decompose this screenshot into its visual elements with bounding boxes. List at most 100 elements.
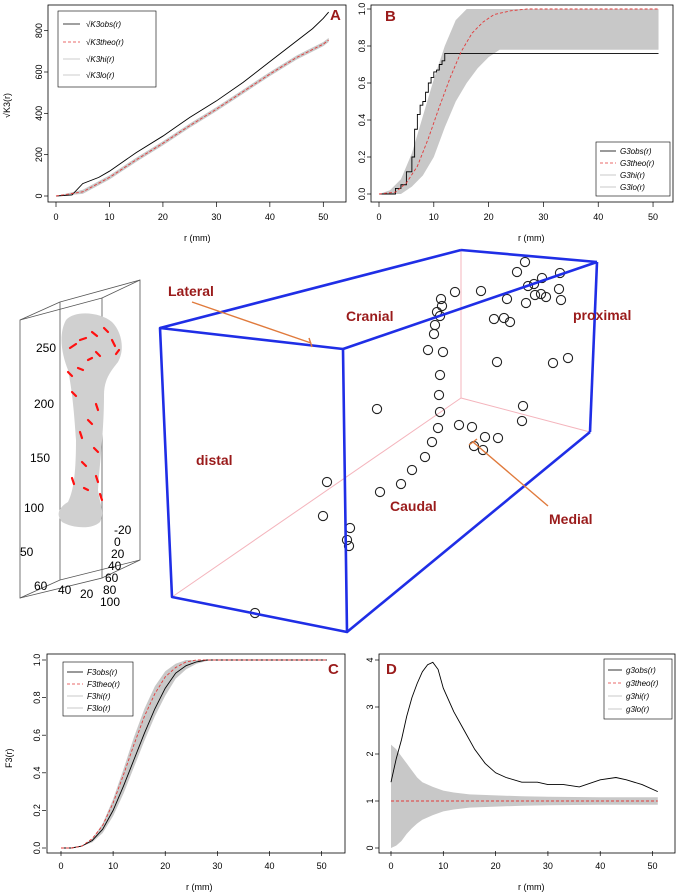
panel-d-xtick-label: 10 <box>438 861 448 871</box>
bone-marker <box>94 474 100 484</box>
box-top-edge-back <box>460 248 598 264</box>
bone-marker <box>90 330 99 338</box>
panel-a-series-obs <box>55 11 329 197</box>
panel-a-series-theo <box>55 39 329 197</box>
panel-c-legend-lo: F3lo(r) <box>87 704 111 713</box>
panel-c-letter: C <box>328 661 339 678</box>
panel-d-series-obs <box>390 661 658 793</box>
box-outer-edges <box>158 248 599 634</box>
panel-a-xtick-label: 20 <box>158 212 168 222</box>
box-point <box>511 266 523 278</box>
bone-bounding-box <box>19 279 141 599</box>
bone-tick-250: 250 <box>36 341 56 355</box>
box-point <box>435 293 447 305</box>
box-point <box>547 357 559 369</box>
panel-c-ytick-label: 0.4 <box>32 767 42 780</box>
panel-a-xtick-label: 30 <box>211 212 221 222</box>
panel-c-xtick-label: 10 <box>108 861 118 871</box>
box-point <box>517 400 529 412</box>
panel-b-ytick-label: 0.2 <box>357 151 367 164</box>
lateral-pointer <box>191 301 312 344</box>
box-right-edge-vertical <box>588 261 599 433</box>
panel-d-legend-obs: g3obs(r) <box>626 666 656 675</box>
bone-3d-view: 250 200 150 100 50 60 40 20 -20 0 20 40 … <box>19 279 141 609</box>
panel-b-frame <box>370 4 674 203</box>
bone-marker <box>86 356 94 362</box>
label-proximal: proximal <box>573 307 631 323</box>
panel-d-xtick-label: 20 <box>491 861 501 871</box>
medial-pointer <box>472 441 549 507</box>
lateral-pointer-tick <box>308 337 313 348</box>
panel-d-legend-hi: g3hi(r) <box>626 692 649 701</box>
box-point <box>436 300 448 312</box>
label-cranial: Cranial <box>346 308 393 324</box>
box-point <box>501 293 513 305</box>
panel-d-frame <box>378 653 676 854</box>
panel-a-xtick-label: 0 <box>53 212 58 222</box>
panel-d-envelope-band <box>391 744 658 848</box>
box-point <box>504 316 516 328</box>
panel-b-ytick-label: 0.4 <box>357 114 367 127</box>
box-point <box>429 319 441 331</box>
box-point <box>321 476 333 488</box>
panel-c-xtick-label: 20 <box>160 861 170 871</box>
panel-d-xtick-label: 0 <box>388 861 393 871</box>
panel-b-xtick-label: 0 <box>376 212 381 222</box>
bone-tick-z80: 80 <box>103 583 117 597</box>
box-point <box>395 478 407 490</box>
box-point <box>449 286 461 298</box>
panel-a-xtick-label: 50 <box>318 212 328 222</box>
label-caudal: Caudal <box>390 498 437 514</box>
box-point <box>555 294 567 306</box>
box-point <box>433 389 445 401</box>
panel-b-xtick-label: 50 <box>648 212 658 222</box>
bone-marker <box>94 402 100 412</box>
panel-c-series-obs <box>61 659 327 849</box>
panel-d-ytick-label: 4 <box>365 657 375 662</box>
box-point <box>317 510 329 522</box>
panel-b-envelope-band <box>379 9 659 194</box>
box-point <box>529 289 541 301</box>
box-point <box>419 451 431 463</box>
box-point <box>371 403 383 415</box>
box-top-edge-right <box>342 260 598 351</box>
panel-c-series-theo <box>61 659 327 849</box>
bone-marker <box>94 350 102 358</box>
panel-b-legend-lo: G3lo(r) <box>620 183 645 192</box>
panel-d-xtick-label: 40 <box>595 861 605 871</box>
box-point <box>535 288 547 300</box>
bone-tick-50: 50 <box>20 545 34 559</box>
box-point <box>374 486 386 498</box>
bone-axis-right: -20 0 20 40 60 80 100 <box>100 523 132 609</box>
bone-marker <box>86 418 94 426</box>
box-point <box>553 283 565 295</box>
panel-d-letter: D <box>386 661 397 678</box>
box-point <box>492 432 504 444</box>
bone-tick-100: 100 <box>24 501 44 515</box>
panel-c-ytick-label: 0.8 <box>32 691 42 704</box>
bone-tick-z-20: -20 <box>114 523 132 537</box>
panel-c-xtick-label: 40 <box>264 861 274 871</box>
panel-c-ylabel: F3(r) <box>4 749 14 769</box>
panel-a-legend-obs: √K3obs(r) <box>86 20 121 29</box>
bone-marker <box>68 342 78 350</box>
panel-c-ytick-label: 0.6 <box>32 729 42 742</box>
box-point <box>434 369 446 381</box>
panel-a-ytick-label: 600 <box>34 64 44 79</box>
bone-tick-z100: 100 <box>100 595 120 609</box>
panel-a-legend-lo: √K3lo(r) <box>86 71 115 80</box>
bone-tick-x60: 60 <box>34 579 48 593</box>
box-inner-edge-floor-left <box>171 397 462 598</box>
panel-b-xtick-label: 40 <box>593 212 603 222</box>
panel-d-ytick-label: 0 <box>365 845 375 850</box>
bone-box-edge-4 <box>101 559 141 579</box>
panel-c-legend-obs: F3obs(r) <box>87 668 118 677</box>
box-point <box>437 346 449 358</box>
panel-a-legend-hi: √K3hi(r) <box>86 55 115 64</box>
bone-shape <box>58 313 122 528</box>
bone-marker <box>92 446 100 454</box>
bone-tick-z40: 40 <box>108 559 122 573</box>
